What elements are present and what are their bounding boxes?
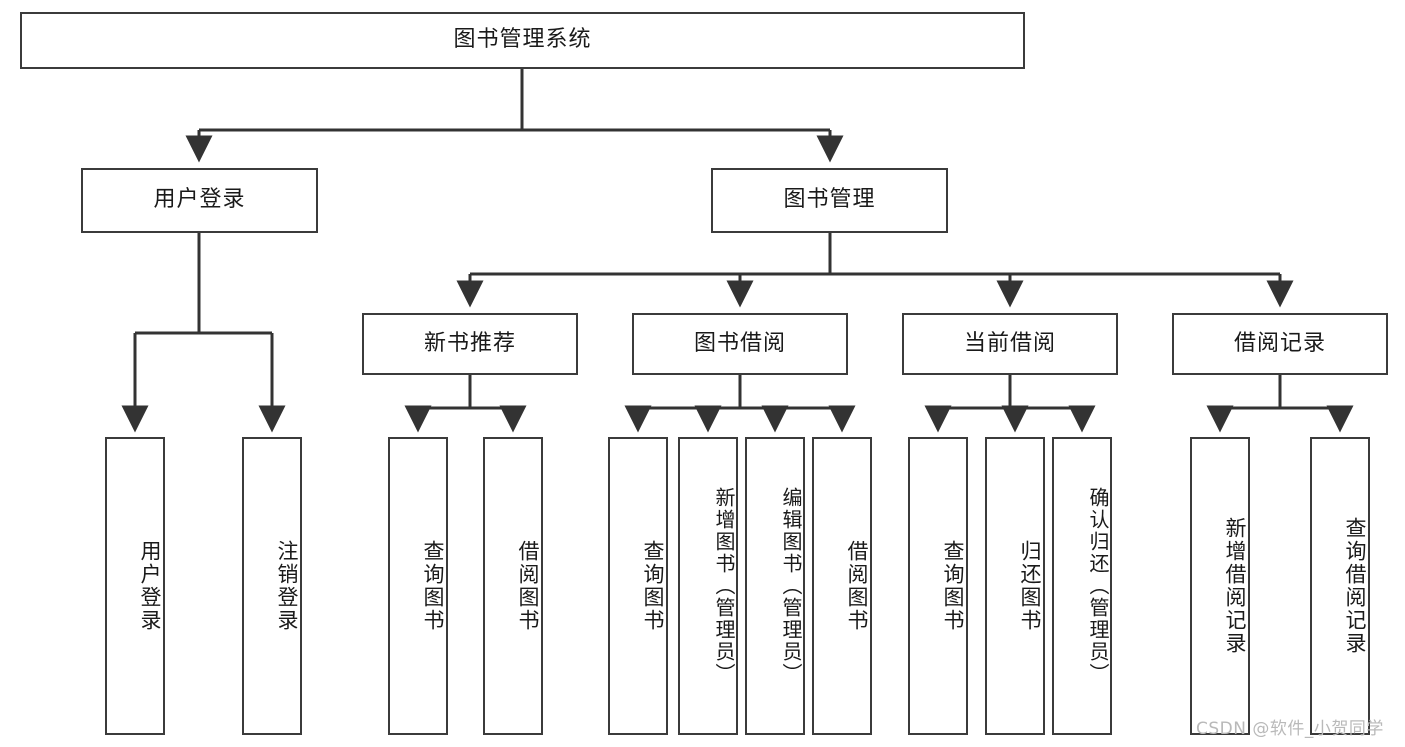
leaf-edit-book-admin[interactable]: 编辑图书（管理员） — [745, 437, 805, 735]
leaf-query-book-recommend[interactable]: 查询图书 — [388, 437, 448, 735]
leaf-user-logout[interactable]: 注销登录 — [242, 437, 302, 735]
csdn-watermark: CSDN @软件_小贺同学 — [1196, 719, 1384, 739]
node-borrow-record[interactable]: 借阅记录 — [1172, 313, 1388, 375]
leaf-borrow-book-recommend[interactable]: 借阅图书 — [483, 437, 543, 735]
node-current-borrow[interactable]: 当前借阅 — [902, 313, 1118, 375]
leaf-query-borrow-record[interactable]: 查询借阅记录 — [1310, 437, 1370, 735]
leaf-confirm-return-admin[interactable]: 确认归还（管理员） — [1052, 437, 1112, 735]
node-user-login[interactable]: 用户登录 — [81, 168, 318, 233]
leaf-borrow-book-borrow[interactable]: 借阅图书 — [812, 437, 872, 735]
leaf-add-borrow-record[interactable]: 新增借阅记录 — [1190, 437, 1250, 735]
node-new-book-rec[interactable]: 新书推荐 — [362, 313, 578, 375]
leaf-query-book-current[interactable]: 查询图书 — [908, 437, 968, 735]
node-root-system[interactable]: 图书管理系统 — [20, 12, 1025, 69]
leaf-user-login[interactable]: 用户登录 — [105, 437, 165, 735]
leaf-add-book-admin[interactable]: 新增图书（管理员） — [678, 437, 738, 735]
leaf-return-book[interactable]: 归还图书 — [985, 437, 1045, 735]
node-book-borrow[interactable]: 图书借阅 — [632, 313, 848, 375]
node-book-manage[interactable]: 图书管理 — [711, 168, 948, 233]
leaf-query-book-borrow[interactable]: 查询图书 — [608, 437, 668, 735]
